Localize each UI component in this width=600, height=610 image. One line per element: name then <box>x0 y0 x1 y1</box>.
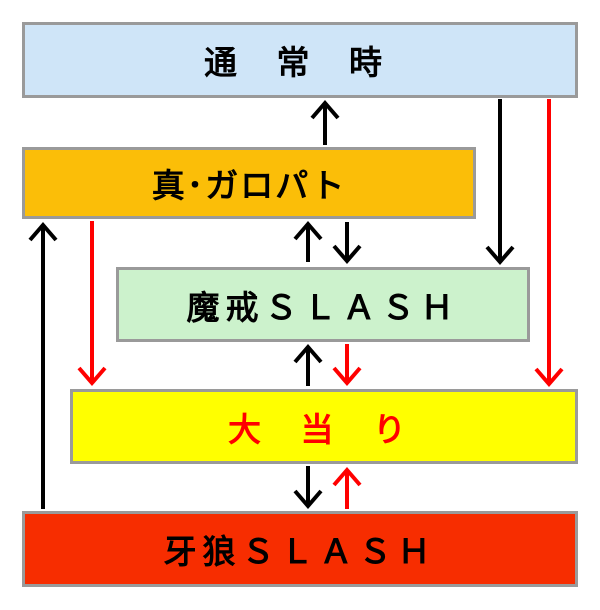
node-shin-garopato-label: 真･ガロパト <box>151 166 347 205</box>
node-normal: 通 常 時 <box>22 22 578 98</box>
arrow-atari-to-garou <box>293 466 323 510</box>
arrow-atari-to-makai <box>293 343 323 386</box>
arrow-garou-to-atari <box>332 466 362 509</box>
arrow-shin-to-atari <box>77 221 107 387</box>
arrow-makai-to-shin <box>293 220 323 262</box>
arrow-shin-to-makai <box>332 222 362 265</box>
node-shin-garopato: 真･ガロパト <box>22 147 476 219</box>
arrow-garou-to-shin <box>28 221 58 509</box>
node-normal-label: 通 常 時 <box>204 43 396 82</box>
node-garou-slash-label: 牙狼ＳＬＡＳＨ <box>163 532 437 571</box>
arrow-normal-to-makai <box>485 99 515 266</box>
node-makai-slash: 魔戒ＳＬＡＳＨ <box>116 267 530 342</box>
arrow-normal-to-atari <box>534 99 564 388</box>
node-makai-slash-label: 魔戒ＳＬＡＳＨ <box>186 287 460 327</box>
node-ooatari: 大 当 り <box>70 389 578 464</box>
node-garou-slash: 牙狼ＳＬＡＳＨ <box>22 511 578 587</box>
node-ooatari-label: 大 当 り <box>228 409 420 449</box>
arrow-shin-to-normal <box>310 99 340 145</box>
arrow-makai-to-atari <box>332 344 362 387</box>
